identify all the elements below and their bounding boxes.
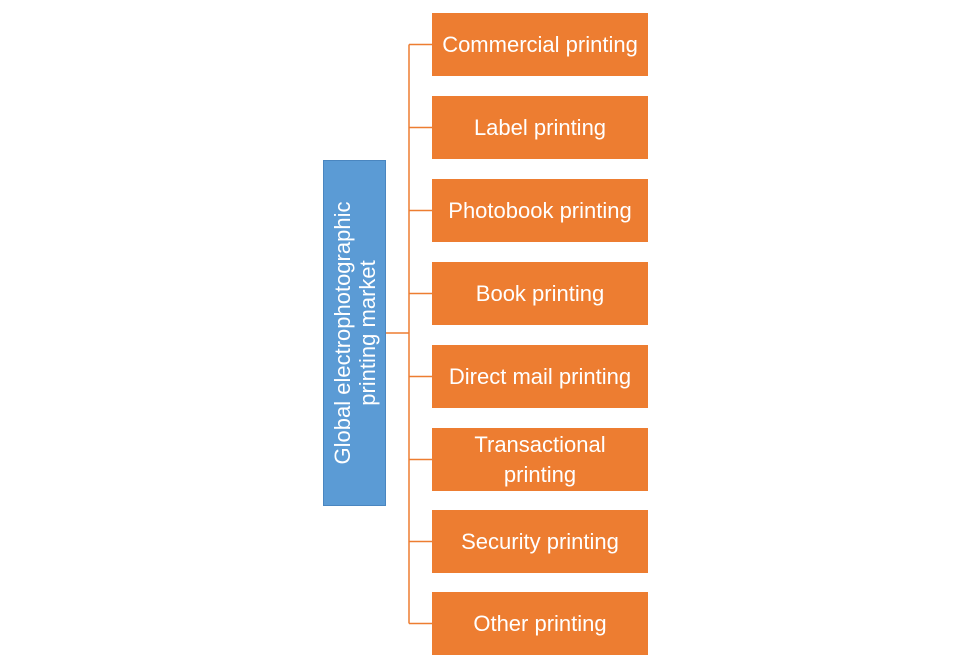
child-node-label: Photobook printing	[448, 197, 632, 223]
child-node-label: Security printing	[461, 528, 619, 554]
child-node-label: Commercial printing	[442, 31, 638, 57]
child-node-label: Direct mail printing	[448, 363, 632, 389]
root-node: Global electrophotographic printing mark…	[323, 160, 386, 506]
child-node-label: Label printing	[473, 114, 607, 140]
child-node-other-printing: Other printing	[432, 592, 648, 655]
child-node-label: Other printing	[473, 610, 607, 636]
child-node-photobook-printing: Photobook printing	[432, 179, 648, 242]
child-node-label: Transactional printing	[474, 431, 606, 487]
child-node-label-printing: Label printing	[432, 96, 648, 159]
child-node-label: Book printing	[475, 280, 605, 306]
root-node-label: Global electrophotographic printing mark…	[329, 201, 380, 465]
child-node-book-printing: Book printing	[432, 262, 648, 325]
child-node-security-printing: Security printing	[432, 510, 648, 573]
child-node-direct-mail-printing: Direct mail printing	[432, 345, 648, 408]
child-node-transactional-printing: Transactional printing	[432, 428, 648, 491]
child-node-commercial-printing: Commercial printing	[432, 13, 648, 76]
